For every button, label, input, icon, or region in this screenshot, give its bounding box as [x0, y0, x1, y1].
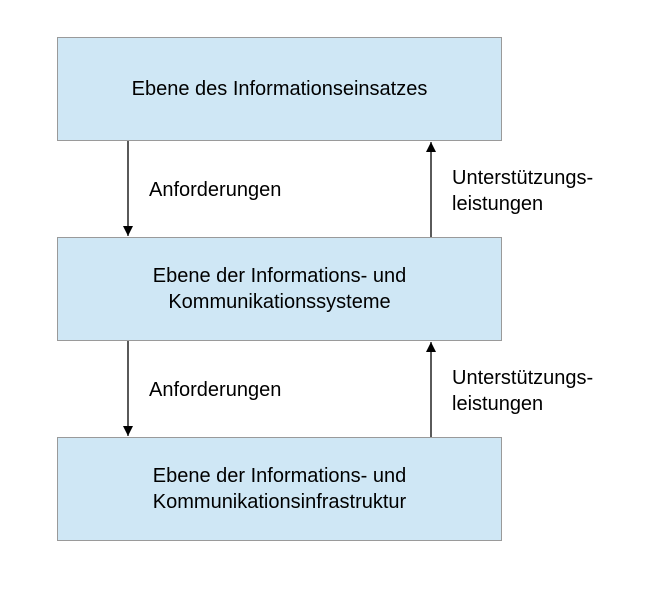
level-title: Ebene des Informationseinsatzes: [131, 78, 428, 100]
support-label-lower: Unterstützungs- leistungen: [452, 365, 593, 417]
level-title-line-2: Kommunikationssysteme: [168, 291, 391, 313]
requirements-label-upper: Anforderungen: [149, 179, 282, 201]
level-title-line-2: Kommunikationsinfrastruktur: [152, 491, 407, 513]
level-box-information-use: Ebene des Informationseinsatzes: [57, 37, 502, 141]
support-label-line-1: Unterstützungs-: [452, 167, 594, 189]
level-box-infrastructure: Ebene der Informations- und Kommunikatio…: [57, 437, 502, 541]
support-label-upper: Unterstützungs- leistungen: [452, 165, 593, 217]
support-label-line-2: leistungen: [452, 193, 544, 215]
support-label-line-1: Unterstützungs-: [452, 367, 594, 389]
level-title-line-1: Ebene der Informations- und: [152, 465, 407, 487]
level-title-line-1: Ebene der Informations- und: [152, 265, 407, 287]
support-label-line-2: leistungen: [452, 393, 544, 415]
level-box-information-systems: Ebene der Informations- und Kommunikatio…: [57, 237, 502, 341]
requirements-label-lower: Anforderungen: [149, 379, 282, 401]
